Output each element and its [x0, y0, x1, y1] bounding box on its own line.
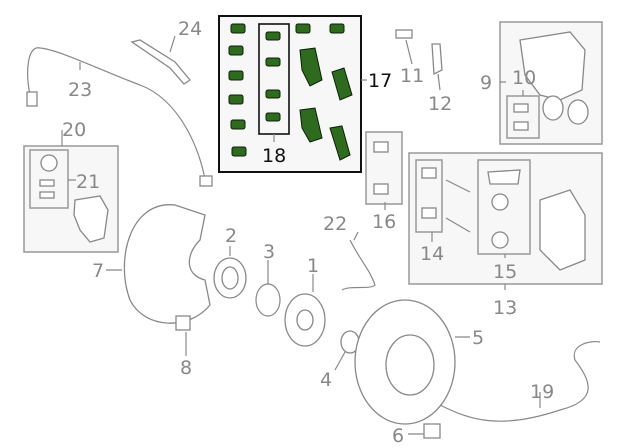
callout-4[interactable]: 4 [320, 369, 332, 391]
bracket-12[interactable] [431, 43, 443, 76]
rotor-hat [385, 334, 435, 396]
bolt-14b [421, 207, 437, 219]
callout-15[interactable]: 15 [493, 261, 517, 283]
callout-17[interactable]: 17 [368, 70, 392, 92]
sensor-23-end [199, 175, 213, 187]
callout-10[interactable]: 10 [512, 67, 536, 89]
bolt-14a [421, 167, 437, 179]
sensor-wire-19[interactable] [439, 340, 601, 422]
caliper-bracket-13[interactable] [539, 189, 586, 271]
hub-center [296, 309, 314, 331]
snap-ring-3[interactable] [255, 283, 281, 317]
bolt-16a [373, 141, 389, 153]
pad-clips [228, 23, 345, 157]
callout-5[interactable]: 5 [472, 327, 484, 349]
callout-16[interactable]: 16 [372, 211, 396, 233]
piston-seal [542, 95, 564, 121]
bolt-10b [513, 121, 529, 131]
callout-6[interactable]: 6 [392, 425, 404, 447]
callout-19[interactable]: 19 [530, 381, 554, 403]
callout-7[interactable]: 7 [92, 260, 104, 282]
callout-20[interactable]: 20 [62, 119, 86, 141]
bolt-6[interactable] [423, 423, 441, 439]
pad-spring-15 [487, 169, 521, 185]
bearing-bore [221, 266, 239, 290]
callout-14[interactable]: 14 [420, 243, 444, 265]
piston-seal-b [567, 99, 589, 125]
seal-21 [40, 154, 58, 172]
callout-21[interactable]: 21 [76, 171, 100, 193]
callout-1[interactable]: 1 [307, 255, 319, 277]
bleeder-11[interactable] [395, 29, 413, 39]
boot-15b [491, 231, 509, 249]
callout-13[interactable]: 13 [493, 297, 517, 319]
callout-22[interactable]: 22 [323, 213, 347, 235]
boot-15a [491, 193, 509, 211]
group-box-10[interactable] [506, 95, 540, 139]
bolt-21b [39, 191, 55, 199]
callout-9[interactable]: 9 [480, 72, 492, 94]
leader-lines [61, 35, 541, 435]
callout-8[interactable]: 8 [180, 357, 192, 379]
guide-pins [445, 179, 471, 233]
brake-pads[interactable] [299, 47, 353, 161]
callout-23[interactable]: 23 [68, 79, 92, 101]
dust-shield-7[interactable] [123, 204, 211, 324]
callout-2[interactable]: 2 [225, 225, 237, 247]
sensor-wire-23[interactable] [27, 47, 206, 181]
sensor-22[interactable] [341, 239, 376, 291]
parking-caliper-20[interactable] [73, 195, 109, 243]
sensor-23-connector [26, 91, 38, 107]
callout-3[interactable]: 3 [263, 241, 275, 263]
bracket-24[interactable] [130, 39, 191, 85]
callout-12[interactable]: 12 [428, 93, 452, 115]
callout-18[interactable]: 18 [262, 145, 286, 167]
bolt-8[interactable] [175, 315, 191, 331]
caliper-9[interactable] [519, 31, 586, 101]
bolt-16b [373, 183, 389, 195]
guide-bolts-18[interactable] [265, 31, 281, 122]
bolt-21a [39, 179, 55, 187]
callout-24[interactable]: 24 [178, 18, 202, 40]
callout-11[interactable]: 11 [400, 65, 424, 87]
bolt-10a [513, 103, 529, 113]
